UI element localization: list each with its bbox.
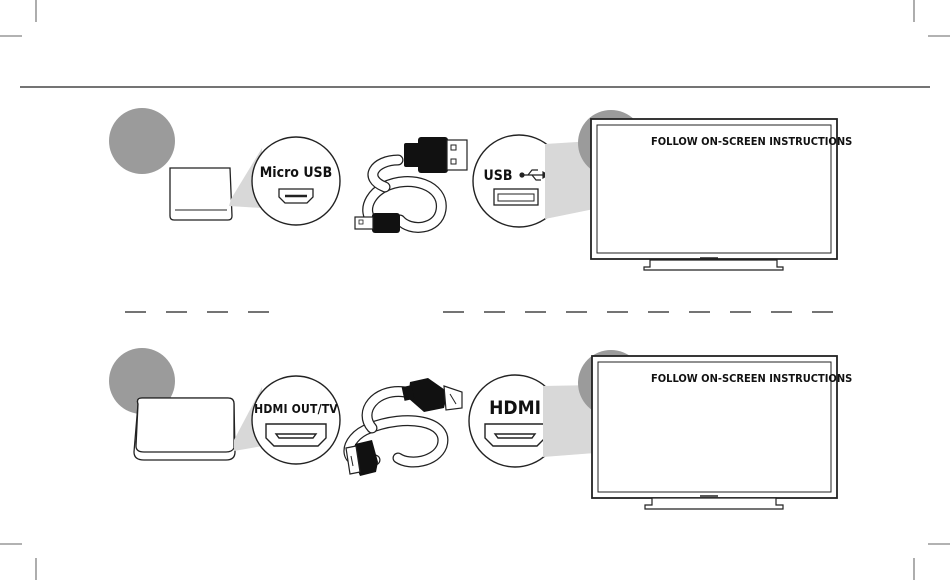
hdmi-label: HDMI bbox=[489, 397, 541, 419]
step-1: Micro USB USB bbox=[109, 108, 852, 270]
streaming-stick-device bbox=[170, 168, 232, 220]
tv: FOLLOW ON-SCREEN INSTRUCTIONS bbox=[591, 119, 852, 270]
hdmi-out-label: HDMI OUT/TV bbox=[254, 402, 338, 416]
usb-label: USB bbox=[484, 168, 513, 184]
hdmi-out-port-callout: HDMI OUT/TV bbox=[252, 376, 340, 464]
tv-screen-text: FOLLOW ON-SCREEN INSTRUCTIONS bbox=[651, 372, 852, 385]
streaming-box-device bbox=[134, 398, 235, 460]
micro-usb-label: Micro USB bbox=[260, 165, 332, 181]
tv: FOLLOW ON-SCREEN INSTRUCTIONS bbox=[592, 356, 852, 509]
step-1-marker bbox=[109, 108, 175, 174]
micro-usb-plug bbox=[372, 213, 400, 233]
micro-usb-port-callout: Micro USB bbox=[252, 137, 340, 225]
step-2: HDMI OUT/TV bbox=[109, 348, 852, 509]
usb-cable bbox=[355, 137, 467, 233]
hdmi-cable bbox=[346, 378, 462, 476]
usb-a-plug bbox=[418, 137, 448, 173]
hdmi-plug bbox=[402, 378, 462, 412]
hdmi-port-icon bbox=[485, 424, 545, 446]
tv-screen-text: FOLLOW ON-SCREEN INSTRUCTIONS bbox=[651, 135, 852, 148]
hdmi-out-port-icon bbox=[266, 424, 326, 446]
